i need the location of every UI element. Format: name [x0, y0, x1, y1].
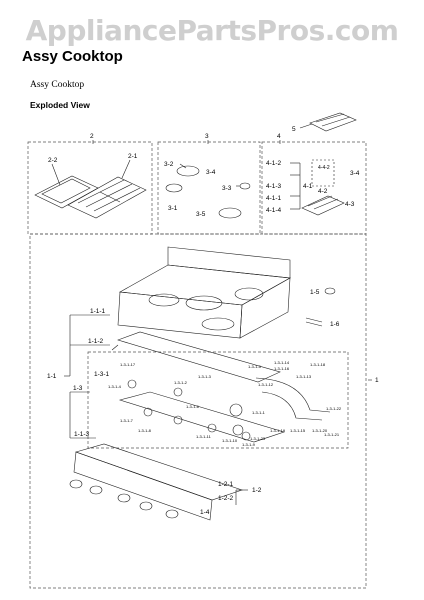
part-4-4-box: [311, 159, 335, 187]
callout-1-5: 1-5: [310, 289, 320, 296]
callout-1-3-1-20: 1-3-1-20: [312, 428, 328, 433]
callout-4-1-3: 4-1-3: [266, 183, 282, 190]
group-4-box: [261, 141, 367, 235]
callout-1-3-1-16: 1-3-1-16: [274, 366, 290, 371]
callout-3-4: 3-4: [206, 169, 216, 176]
callout-3-1: 3-1: [168, 205, 178, 212]
callout-1-3-1-23: 1-3-1-23: [250, 436, 266, 441]
knob-set: [69, 479, 179, 519]
callout-4-1-4: 4-1-4: [266, 207, 282, 214]
callout-1-3-1-10: 1-3-1-10: [222, 438, 238, 443]
callout-1-3-1-5: 1-3-1-5: [248, 364, 262, 369]
cooktop-top-panel: [117, 246, 291, 339]
group-1-box: [29, 233, 367, 589]
callout-1-3-1-18: 1-3-1-18: [310, 362, 326, 367]
callout-1-3-1-7: 1-3-1-7: [120, 418, 134, 423]
control-panel-base: [73, 451, 213, 521]
callout-1-3-1-2: 1-3-1-2: [174, 380, 188, 385]
burner-cap-small: [165, 183, 183, 193]
callout-1-3-1-14: 1-3-1-14: [274, 360, 290, 365]
knob-seal: [324, 287, 336, 295]
callout-2: 2: [90, 133, 94, 140]
callout-1: 1: [375, 377, 379, 384]
page-title: Assy Cooktop: [22, 48, 123, 65]
burner-head: [218, 207, 242, 219]
callout-1-3-1-3: 1-3-1-3: [198, 374, 212, 379]
burner-cap-medium: [239, 182, 251, 190]
burner-grate: [67, 176, 147, 219]
callout-3-4-b: 3-4: [350, 170, 360, 177]
screw-set: [305, 317, 323, 327]
burner-cap-large: [176, 165, 200, 177]
callout-1-3-1-12: 1-3-1-12: [258, 382, 274, 387]
callout-4-1-1: 4-1-1: [266, 195, 282, 202]
callout-2-1: 2-1: [128, 153, 138, 160]
callout-4-1: 4-1: [303, 183, 313, 190]
front-trim: [117, 331, 281, 383]
callout-1-2-2: 1-2-2: [218, 495, 234, 502]
callout-4-4-2: 4-4-2: [318, 165, 330, 171]
view-label: Exploded View: [30, 100, 90, 110]
callout-1-2: 1-2: [252, 487, 262, 494]
wok-grate: [309, 112, 357, 132]
callout-1-1-2: 1-1-2: [88, 338, 104, 345]
callout-1-3: 1-3: [73, 385, 83, 392]
griddle-tray: [34, 175, 99, 209]
callout-1-3-1-6: 1-3-1-6: [186, 404, 200, 409]
callout-5: 5: [292, 126, 296, 133]
callout-2-2: 2-2: [48, 157, 58, 164]
callout-1-2-1: 1-2-1: [218, 481, 234, 488]
callout-3-2: 3-2: [164, 161, 174, 168]
callout-1-3-1-19: 1-3-1-19: [270, 428, 286, 433]
callout-1-3-1-9: 1-3-1-9: [242, 442, 256, 447]
control-panel: [75, 443, 243, 501]
simmer-rack: [301, 195, 345, 216]
callout-1-1-1: 1-1-1: [90, 308, 106, 315]
callout-1-3-1-13: 1-3-1-13: [296, 374, 312, 379]
callout-4-1-2: 4-1-2: [266, 160, 282, 167]
callout-4: 4: [277, 133, 281, 140]
callout-4-2: 4-2: [318, 188, 328, 195]
callout-1-4: 1-4: [200, 509, 210, 516]
burner-tubes: [127, 377, 331, 436]
callout-1-3-1-8: 1-3-1-8: [138, 428, 152, 433]
callout-1-1: 1-1: [47, 373, 57, 380]
callout-3: 3: [205, 133, 209, 140]
gas-manifold: [118, 391, 285, 443]
assembly-name: Assy Cooktop: [30, 80, 85, 90]
group-1-3-box: [87, 351, 349, 449]
callout-1-3-1-15: 1-3-1-15: [290, 428, 306, 433]
callout-1-3-1-17: 1-3-1-17: [120, 362, 136, 367]
callout-3-3: 3-3: [222, 185, 232, 192]
callout-1-1-3: 1-1-3: [74, 431, 90, 438]
callout-1-3-1-1: 1-3-1-1: [252, 410, 266, 415]
callout-4-3: 4-3: [345, 201, 355, 208]
callout-1-3-1-21: 1-3-1-21: [324, 432, 340, 437]
callout-1-3-1-11: 1-3-1-11: [196, 434, 212, 439]
callout-3-5: 3-5: [196, 211, 206, 218]
callout-1-6: 1-6: [330, 321, 340, 328]
callout-1-3-1-22: 1-3-1-22: [326, 406, 342, 411]
callout-1-3-1-4: 1-3-1-4: [108, 384, 122, 389]
watermark: AppliancePartsPros.com: [25, 14, 399, 47]
group-3-box: [157, 141, 261, 235]
callout-1-3-1: 1-3-1: [94, 371, 110, 378]
